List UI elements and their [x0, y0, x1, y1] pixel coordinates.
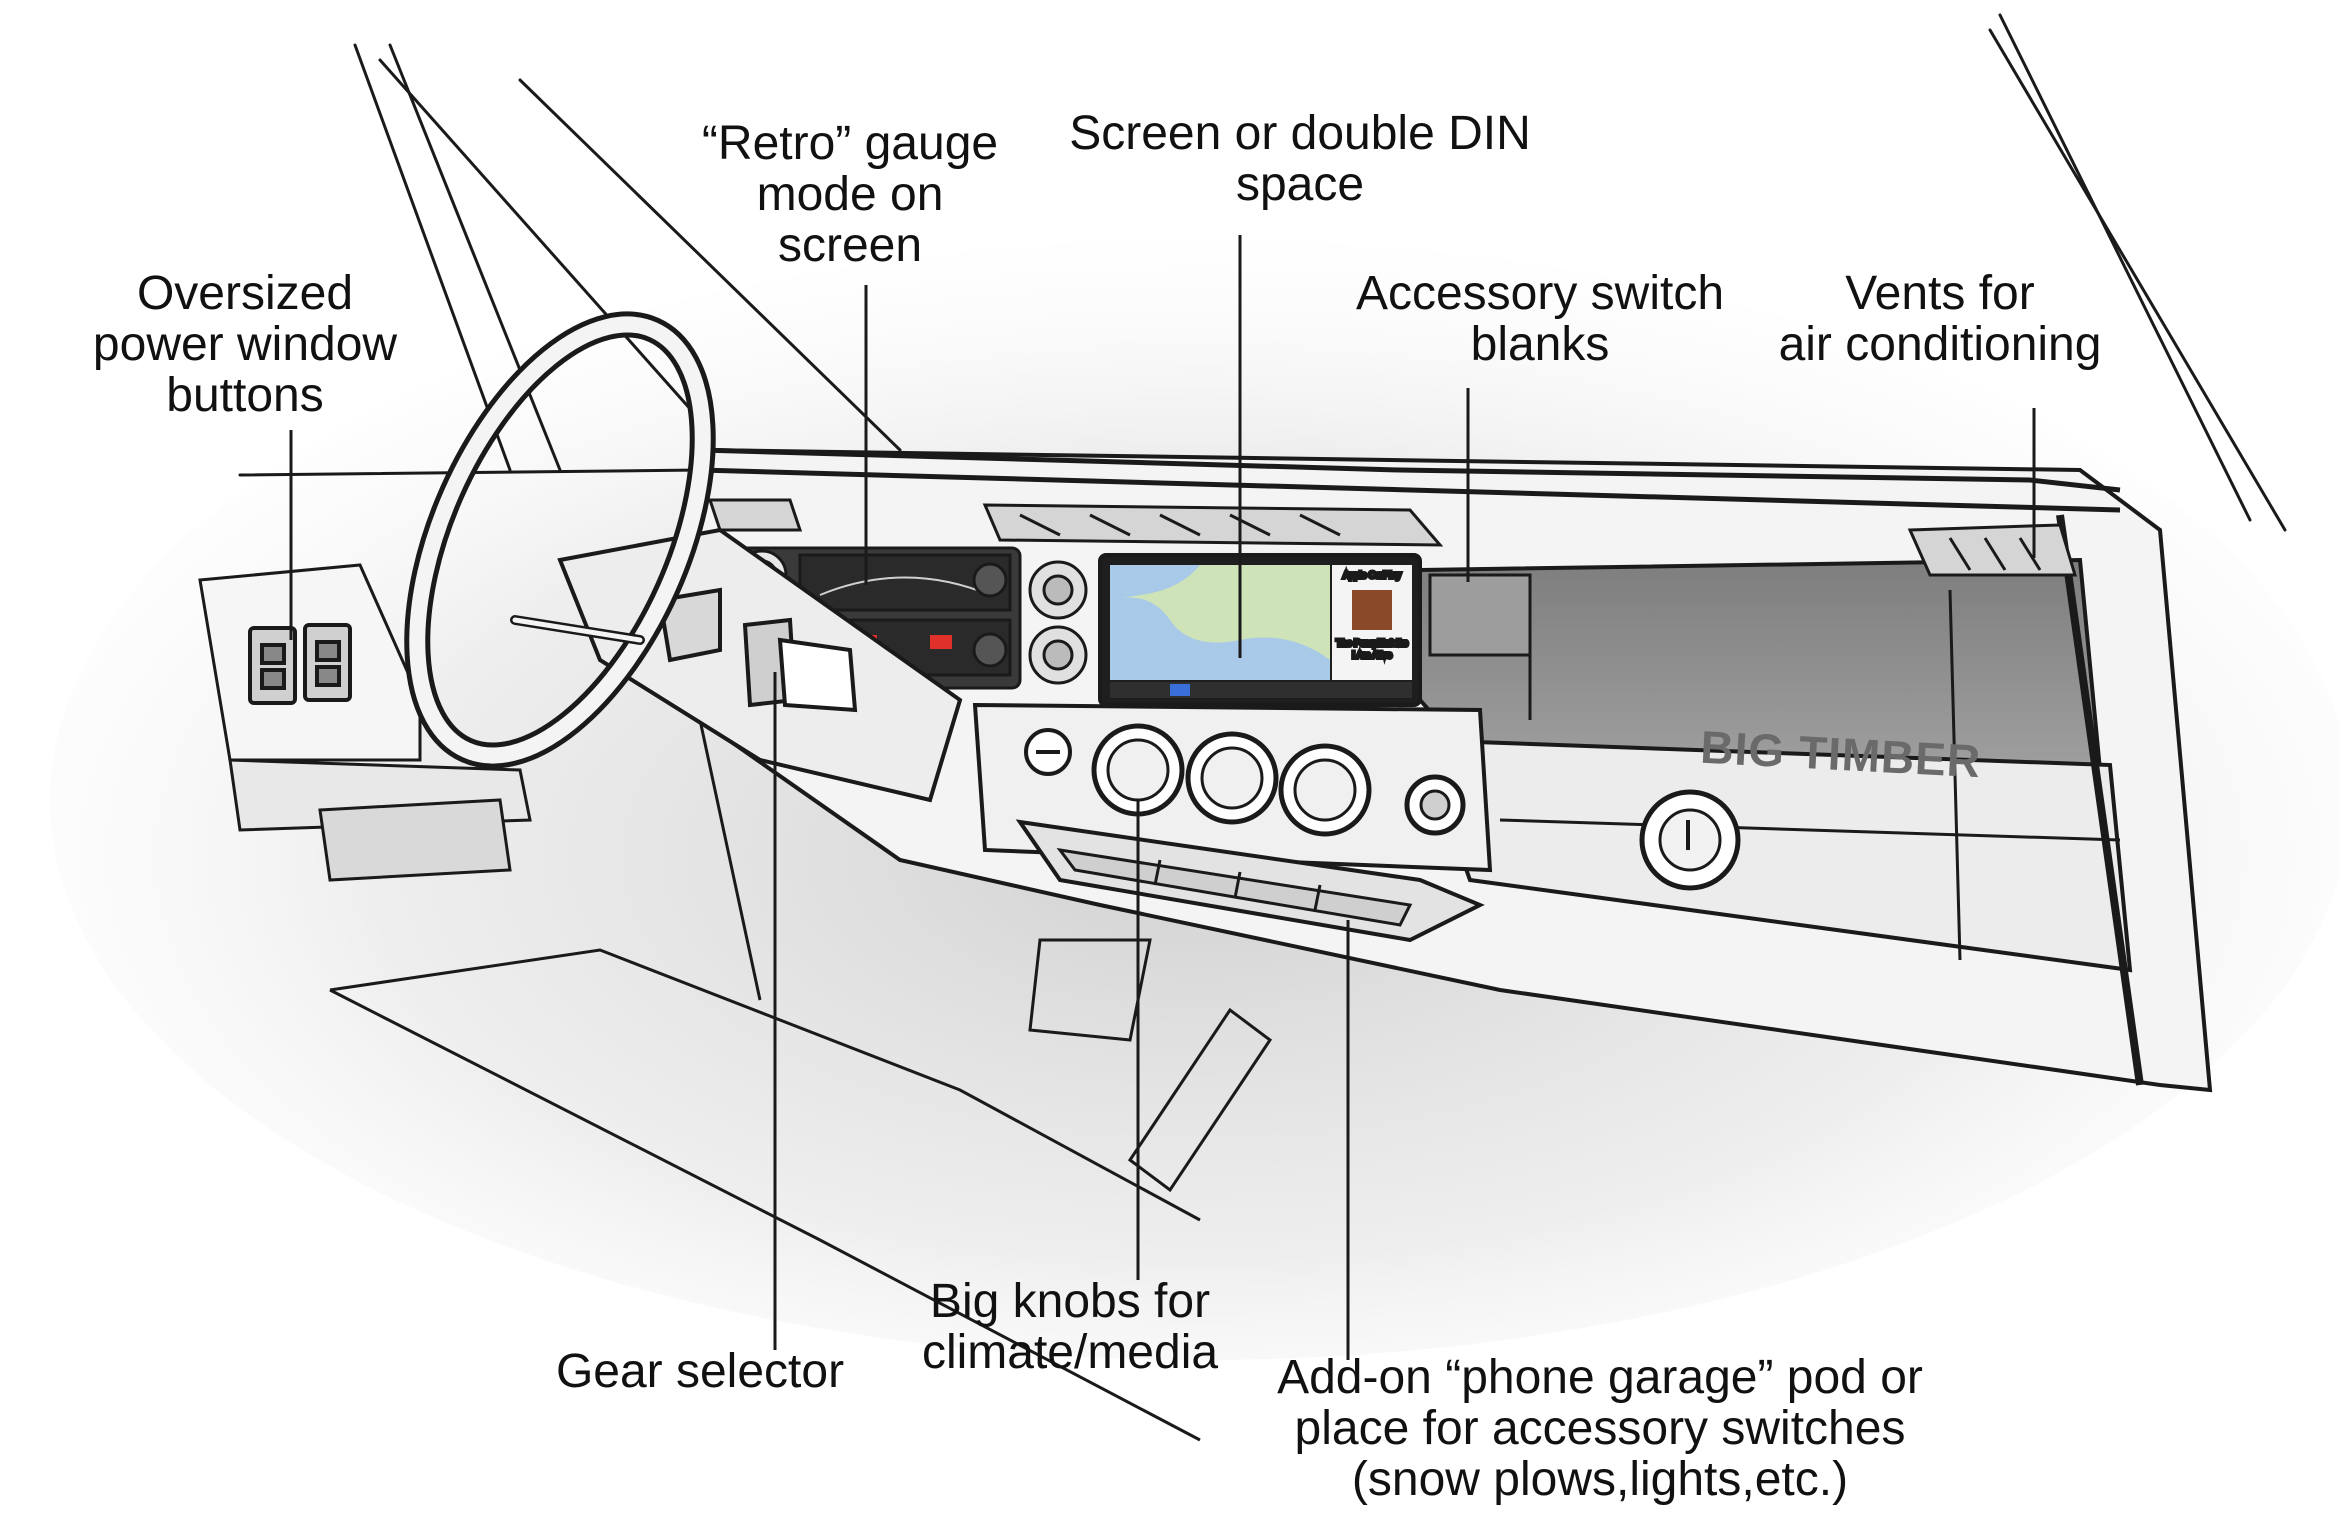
screen-track-line-1: The Pumpkinfolks: [1336, 638, 1408, 648]
cluster-side-buttons: [1028, 560, 1088, 685]
callout-accessory-blanks: Accessory switch blanks: [1330, 268, 1750, 370]
callout-line: space: [1235, 158, 1365, 211]
callout-leaders: [289, 235, 2036, 1360]
power-window-buttons: [248, 623, 352, 705]
floor-area: [329, 719, 1273, 1442]
callout-line: Gear selector: [555, 1345, 845, 1398]
glovebox-knob: [1639, 789, 1741, 891]
callout-line: (snow plows,lights,etc.): [1351, 1453, 1849, 1506]
callout-line: Big knobs for: [929, 1275, 1211, 1328]
callout-screen-din: Screen or double DIN space: [1040, 108, 1560, 210]
callout-phone-garage: Add-on “phone garage” pod or place for a…: [1230, 1352, 1970, 1505]
callout-line: Oversized: [136, 267, 354, 320]
callout-line: Add-on “phone garage” pod or: [1277, 1351, 1923, 1404]
callout-gear-selector: Gear selector: [530, 1346, 870, 1397]
callout-line: climate/media: [921, 1326, 1219, 1379]
callout-line: air conditioning: [1778, 318, 2102, 371]
windshield-lines: [238, 13, 2287, 532]
callout-power-window-buttons: Oversized power window buttons: [60, 268, 430, 421]
phone-garage-pod: [1015, 819, 1485, 943]
callout-line: Accessory switch: [1355, 267, 1725, 320]
callout-line: Screen or double DIN: [1069, 107, 1531, 160]
big-knobs: [1091, 723, 1466, 837]
accessory-switch-blanks: [1428, 573, 1532, 657]
callout-line: “Retro” gauge: [701, 117, 999, 170]
dash-top-rail: [699, 447, 2144, 1086]
callout-line: place for accessory switches: [1294, 1402, 1906, 1455]
callout-big-knobs: Big knobs for climate/media: [900, 1276, 1240, 1378]
callout-line: screen: [777, 219, 923, 272]
steering-wheel: [404, 311, 716, 769]
callout-vents: Vents for air conditioning: [1740, 268, 2140, 370]
screen-track-line-2: I Am Alive: [1352, 650, 1392, 660]
callout-line: buttons: [166, 369, 324, 422]
screen-app-title: Apple CarPlay: [1343, 570, 1401, 580]
callout-line: Vents for: [1845, 267, 2035, 320]
infotainment-screen: Apple CarPlay The Pumpkinfolks I Am Aliv…: [1098, 553, 1422, 707]
callout-line: power window: [92, 318, 398, 371]
callout-retro-gauge: “Retro” gauge mode on screen: [660, 118, 1040, 271]
callout-line: blanks: [1470, 318, 1610, 371]
callout-line: mode on: [756, 168, 944, 221]
